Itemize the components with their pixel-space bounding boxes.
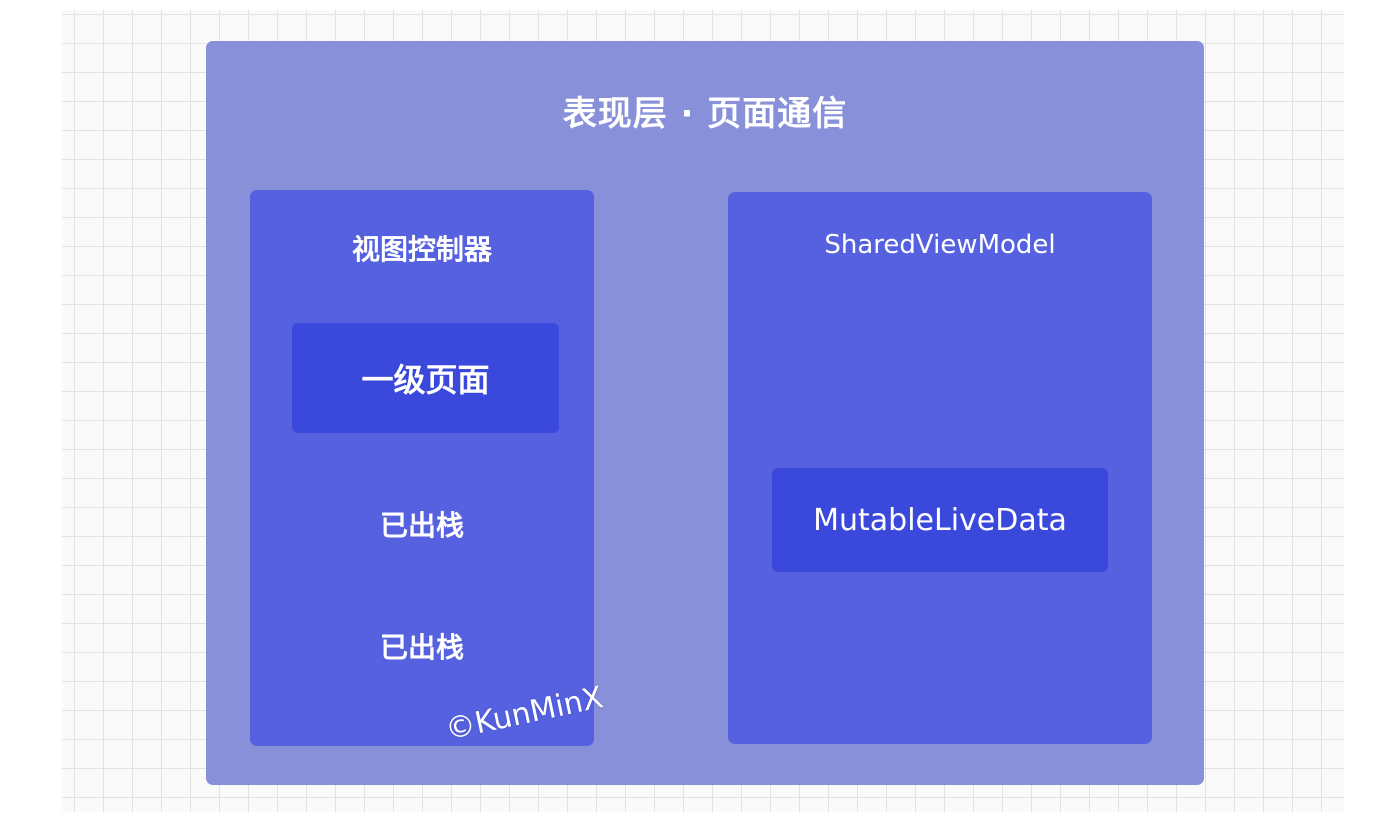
popped-item-2: 已出栈 [379, 631, 464, 664]
shared-viewmodel-title: SharedViewModel [824, 230, 1056, 260]
first-level-page-chip: 一级页面 [292, 323, 559, 433]
popped-item-1: 已出栈 [379, 509, 464, 542]
view-controller-title: 视图控制器 [351, 233, 492, 266]
first-level-page-label: 一级页面 [361, 361, 490, 399]
mutable-livedata-chip: MutableLiveData [772, 468, 1108, 572]
view-controller-panel [250, 190, 594, 746]
mutable-livedata-label: MutableLiveData [813, 502, 1067, 538]
diagram-title: 表现层 · 页面通信 [562, 94, 848, 134]
